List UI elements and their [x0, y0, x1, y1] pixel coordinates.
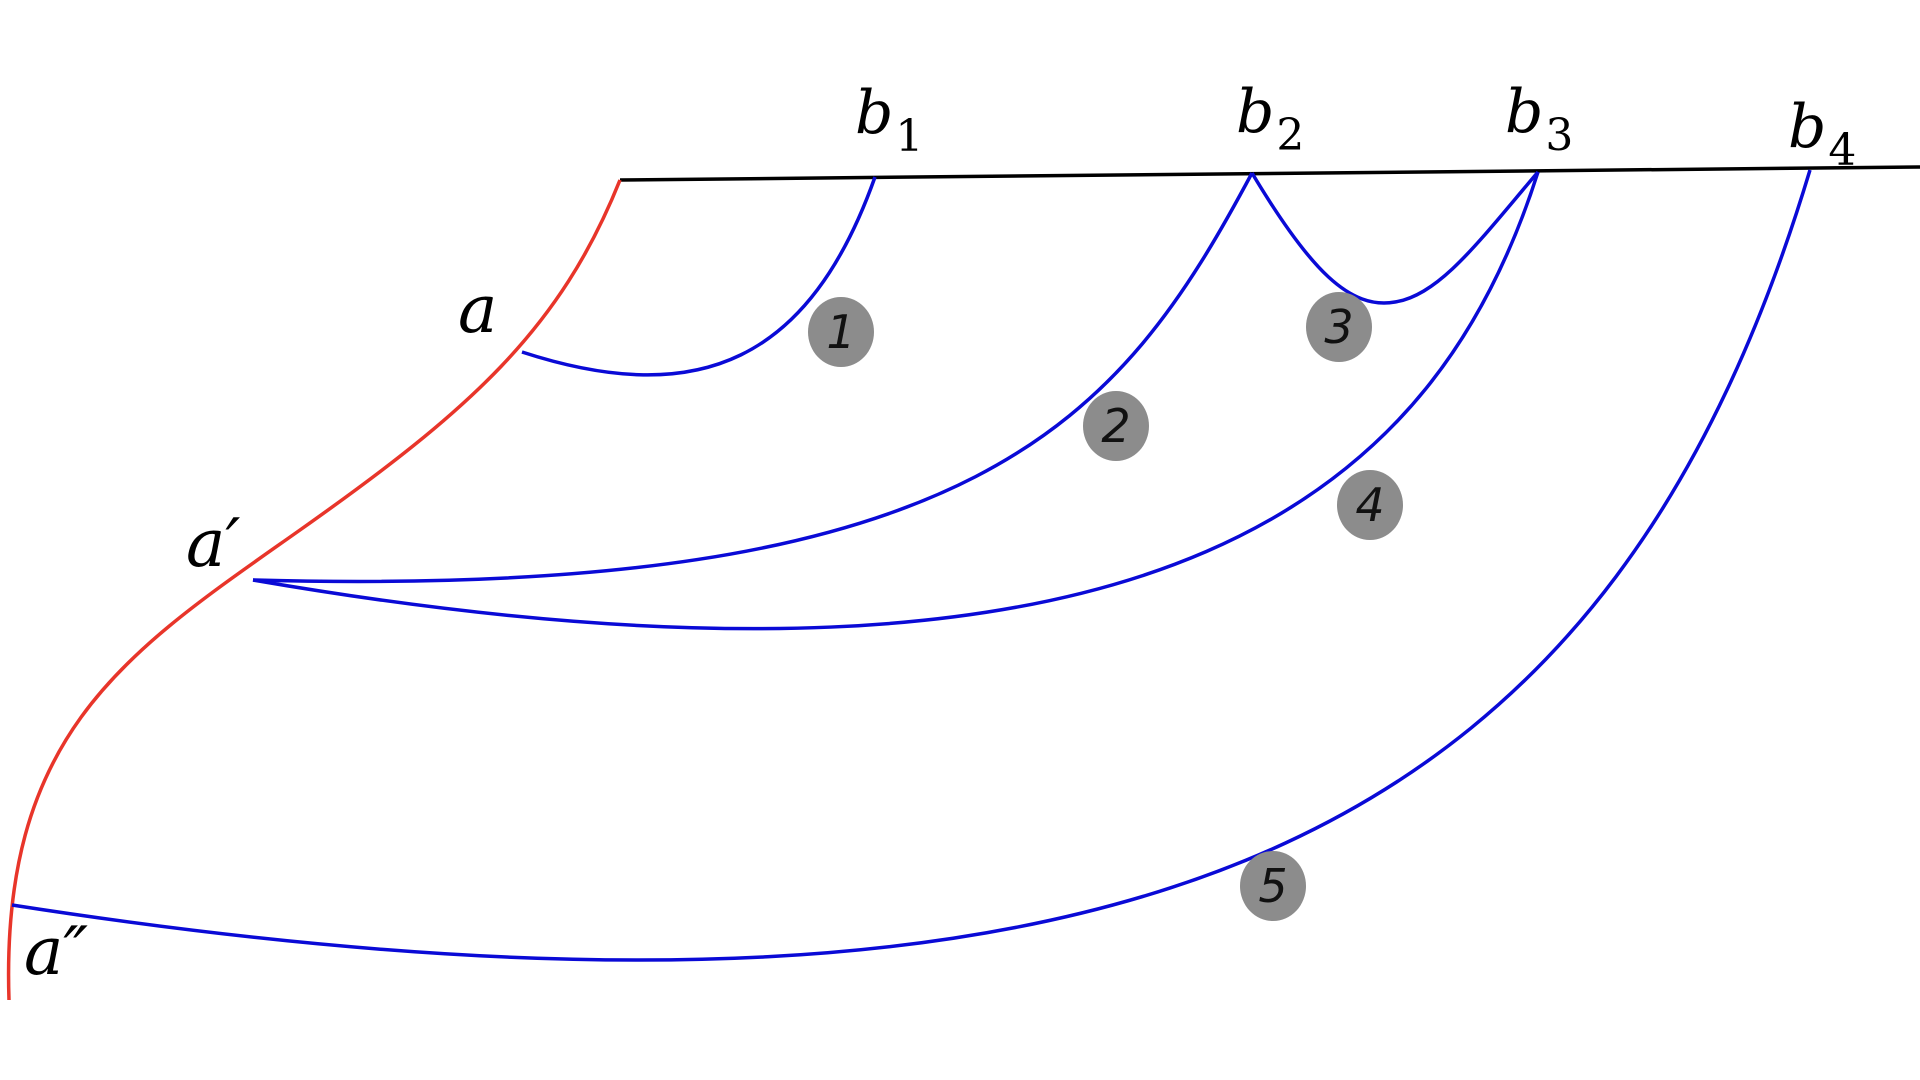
badge-1-circle [808, 297, 874, 367]
badge-2-number: 2 [1101, 399, 1130, 453]
region-badge-5: 5 [1240, 851, 1306, 921]
left-curve [6, 179, 622, 1001]
baseline [619, 165, 1920, 182]
region-badge-1: 1 [808, 297, 874, 367]
label-a: a [458, 271, 497, 348]
label-b2: b2 [1236, 77, 1304, 161]
arc-3 [1250, 170, 1540, 305]
arcs [11, 169, 1812, 962]
region-badge-4: 4 [1337, 470, 1403, 540]
arc-5 [11, 169, 1812, 962]
arc-4 [252, 171, 1540, 631]
badge-4-circle [1337, 470, 1403, 540]
badge-5-number: 5 [1258, 859, 1287, 913]
label-a-double-prime: a″ [24, 913, 88, 990]
badge-5-circle [1240, 851, 1306, 921]
badge-3-circle [1306, 292, 1372, 362]
label-b1: b1 [855, 78, 923, 162]
label-b3: b3 [1505, 77, 1573, 161]
region-badge-3: 3 [1306, 292, 1372, 362]
badge-2-circle [1083, 391, 1149, 461]
arc-1 [521, 176, 877, 377]
badge-4-number: 4 [1355, 478, 1384, 532]
label-b4: b4 [1788, 92, 1856, 176]
badge-3-number: 3 [1324, 300, 1353, 354]
arc-2 [252, 172, 1254, 584]
badge-1-number: 1 [826, 305, 855, 359]
label-a-prime: a′ [186, 505, 240, 582]
region-badge-2: 2 [1083, 391, 1149, 461]
